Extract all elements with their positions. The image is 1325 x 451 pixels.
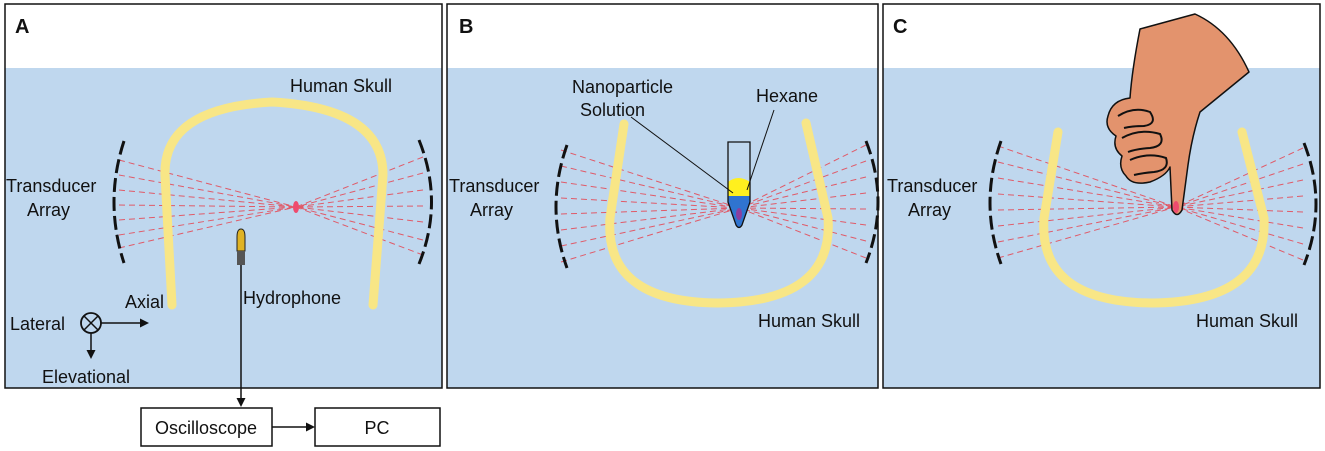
- water-tank-b: [447, 68, 878, 388]
- pc-box: [314, 407, 441, 447]
- pc-label: PC: [364, 418, 389, 438]
- instruments: Oscilloscope PC: [140, 407, 441, 447]
- ultrasound-beam-a: [118, 156, 424, 256]
- focal-spot-b: [736, 208, 742, 220]
- panel-c-frame: [882, 3, 1321, 389]
- transducer-array-right-c: [1302, 142, 1318, 266]
- transducer-label-a-line2: Array: [27, 200, 70, 220]
- axial-arrow-head: [140, 318, 149, 328]
- nanoparticle-leader-line: [630, 116, 734, 194]
- transducer-label-c-line2: Array: [908, 200, 951, 220]
- panel-c-letter: C: [893, 16, 907, 38]
- transducer-array-left-c: [988, 140, 1003, 265]
- panel-b-frame: [446, 3, 879, 389]
- transducer-label-a-line1: Transducer: [6, 176, 96, 196]
- water-tank-c: [883, 68, 1320, 388]
- transducer-array-left-b: [554, 144, 569, 269]
- human-skull-c: [1039, 127, 1269, 308]
- transducer-array-right-a: [417, 139, 433, 265]
- transducer-array-right-b: [864, 140, 880, 264]
- nanoparticle-label-line1: Nanoparticle: [572, 77, 673, 97]
- water-tank-a: [5, 68, 442, 388]
- transducer-label-b-line1: Transducer: [449, 176, 539, 196]
- focal-spot-a: [293, 201, 299, 213]
- skull-label-a: Human Skull: [290, 76, 392, 96]
- sample-tube: [727, 141, 751, 229]
- focal-spot-c: [1173, 201, 1179, 213]
- hexane-leader-line: [746, 109, 775, 191]
- lateral-axis-label: Lateral: [10, 314, 65, 334]
- transducer-array-left-a: [112, 140, 126, 264]
- human-skull-a: [160, 97, 388, 310]
- axial-axis-label: Axial: [125, 292, 164, 312]
- hydrophone: [236, 228, 246, 265]
- hand-pointing-icon: [1106, 13, 1250, 216]
- oscilloscope-label: Oscilloscope: [155, 418, 257, 438]
- hexane-label: Hexane: [756, 86, 818, 106]
- nanoparticle-label-line2: Solution: [580, 100, 645, 120]
- panel-b-letter: B: [459, 16, 473, 38]
- data-link-arrow-head: [306, 422, 315, 432]
- skull-label-b: Human Skull: [758, 311, 860, 331]
- ultrasound-beam-c: [997, 145, 1304, 261]
- ultrasound-beam-b: [560, 144, 867, 263]
- axis-indicator: [80, 312, 149, 359]
- human-skull-b: [605, 118, 833, 308]
- panel-a: A Human Skull Transducer Array: [4, 3, 443, 407]
- elevational-axis-label: Elevational: [42, 367, 130, 387]
- panel-b: B Nano: [446, 3, 880, 389]
- transducer-label-b-line2: Array: [470, 200, 513, 220]
- panel-a-letter: A: [15, 16, 29, 38]
- hexane-layer: [728, 178, 750, 196]
- transducer-label-c-line1: Transducer: [887, 176, 977, 196]
- hydrophone-label: Hydrophone: [243, 288, 341, 308]
- panel-c: C Transduc: [882, 3, 1321, 389]
- panel-a-frame: [4, 3, 443, 389]
- tube-outline: [727, 141, 751, 229]
- skull-label-c: Human Skull: [1196, 311, 1298, 331]
- cable-arrow-head: [236, 398, 246, 407]
- elevational-arrow-head: [86, 350, 96, 359]
